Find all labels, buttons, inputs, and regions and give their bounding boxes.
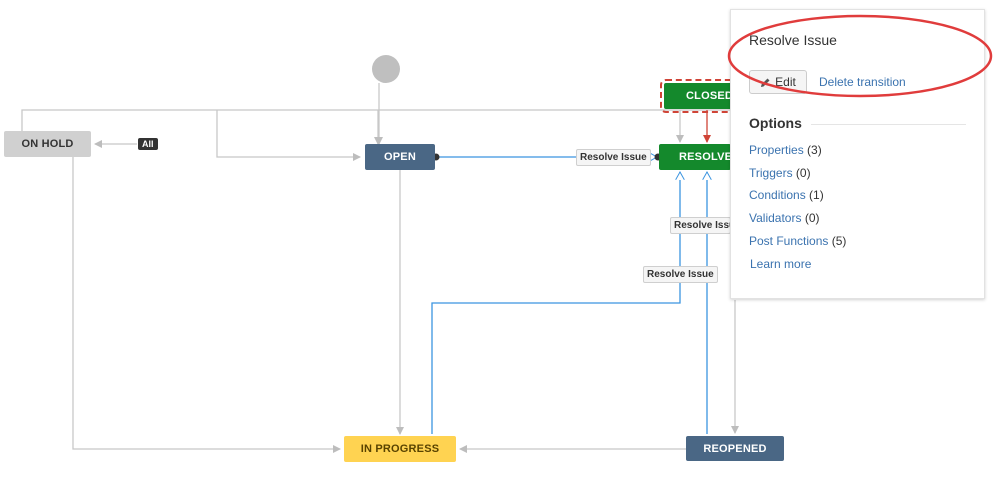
option-link-properties[interactable]: Properties [749, 143, 804, 157]
transition-label-resolve-issue[interactable]: Resolve Issue [643, 266, 718, 283]
start-node [372, 55, 400, 83]
options-list: Properties (3) Triggers (0) Conditions (… [749, 143, 846, 256]
transition-label-resolve-issue[interactable]: Resolve Issue [576, 149, 651, 166]
edit-button[interactable]: Edit [749, 70, 807, 94]
option-item: Triggers (0) [749, 166, 846, 189]
option-count: (1) [809, 188, 824, 203]
option-link-triggers[interactable]: Triggers [749, 165, 793, 180]
option-count: (3) [807, 143, 822, 157]
option-count: (5) [831, 233, 847, 248]
panel-title: Resolve Issue [749, 32, 837, 48]
transition-label-resolve-issue[interactable]: Resolve Issue [670, 217, 731, 234]
options-heading: Options [749, 115, 802, 131]
option-item: Properties (3) [749, 143, 846, 166]
transition-line [72, 156, 341, 453]
delete-transition-link[interactable]: Delete transition [819, 75, 906, 89]
status-reopened[interactable]: REOPENED [686, 436, 784, 461]
transition-line [216, 110, 361, 161]
option-item: Validators (0) [749, 211, 846, 234]
transition-details-panel: Resolve Issue Edit Delete transition Opt… [730, 9, 985, 299]
option-count: (0) [795, 165, 811, 180]
all-transitions-badge: All [138, 138, 158, 150]
options-divider [811, 124, 966, 125]
option-link-post-functions[interactable]: Post Functions [749, 233, 829, 248]
option-item: Post Functions (5) [749, 234, 846, 257]
status-on-hold[interactable]: ON HOLD [4, 131, 91, 157]
option-link-conditions[interactable]: Conditions [749, 188, 806, 203]
learn-more-link[interactable]: Learn more [750, 257, 812, 271]
option-item: Conditions (1) [749, 188, 846, 211]
status-closed[interactable]: CLOSED [660, 79, 738, 113]
transition-line [21, 109, 730, 131]
status-open[interactable]: OPEN [365, 144, 435, 170]
option-count: (0) [804, 211, 820, 226]
edit-button-label: Edit [775, 75, 796, 89]
pencil-icon [761, 78, 770, 87]
transition-line-selected [431, 172, 680, 434]
status-in-progress[interactable]: IN PROGRESS [344, 436, 456, 462]
option-link-validators[interactable]: Validators [749, 211, 802, 226]
status-resolved[interactable]: RESOLVED [659, 144, 731, 170]
